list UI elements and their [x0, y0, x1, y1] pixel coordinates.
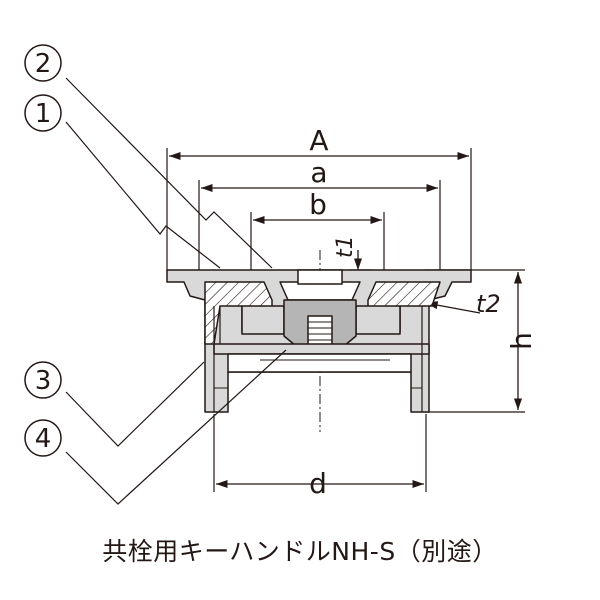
dim-a-label: a — [310, 156, 327, 189]
dim-t1-label: t1 — [333, 235, 358, 258]
callout-circle-3: 3 — [24, 361, 62, 399]
svg-text:3: 3 — [35, 366, 52, 396]
callout-circle-4: 4 — [24, 419, 62, 457]
dim-d-label: d — [309, 467, 327, 500]
gasket-lower — [227, 353, 412, 373]
dim-t2-line — [425, 301, 481, 314]
callout-circle-2: 2 — [24, 44, 62, 82]
leader-4 — [65, 349, 287, 505]
leader-2 — [65, 77, 273, 269]
bolt — [307, 315, 333, 347]
cover-section — [166, 269, 472, 413]
dim-t2-label: t2 — [476, 290, 501, 318]
svg-text:1: 1 — [35, 99, 52, 129]
leader-lines — [65, 77, 287, 505]
inner-plate-right — [355, 305, 401, 335]
gasket — [213, 343, 430, 355]
leader-1 — [65, 121, 221, 269]
dim-b-label: b — [309, 188, 327, 221]
key-socket — [297, 269, 343, 285]
svg-text:2: 2 — [35, 49, 52, 79]
dim-h-label: h — [505, 332, 538, 350]
dim-A-label: A — [309, 124, 328, 157]
inner-plate-left — [241, 305, 285, 335]
leader-3 — [65, 361, 205, 447]
figure-caption: 共栓用キーハンドルNH-S（別途） — [102, 537, 498, 566]
svg-text:4: 4 — [35, 424, 52, 454]
callout-circle-1: 1 — [24, 94, 62, 132]
